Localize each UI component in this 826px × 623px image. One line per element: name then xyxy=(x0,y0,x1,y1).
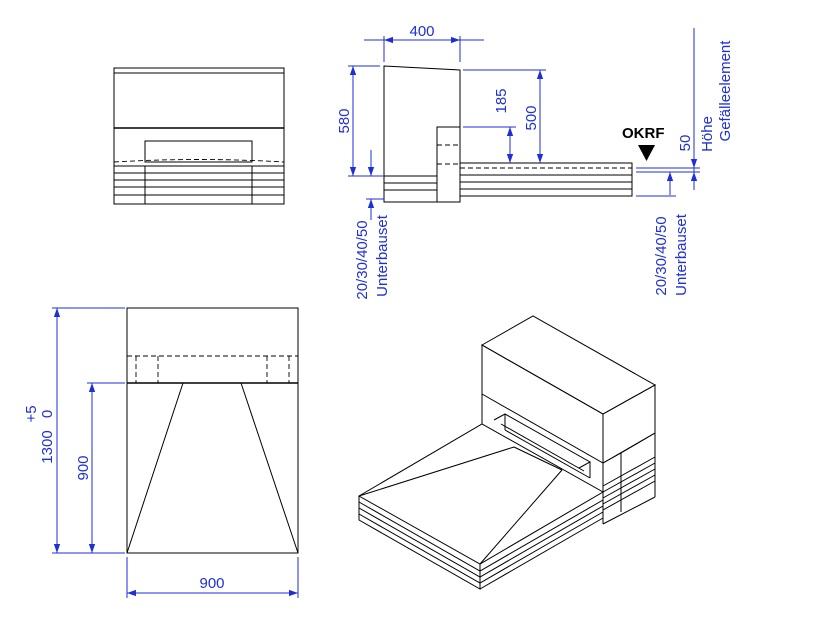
dim-1300-label: 1300 xyxy=(39,430,56,463)
tolerance-zero: 0 xyxy=(39,410,56,418)
dim-185-label: 185 xyxy=(493,88,510,113)
dim-50-label: 50 xyxy=(677,135,694,152)
gefaelleelement-label: Gefälleelement xyxy=(717,40,734,142)
side-view xyxy=(383,65,655,203)
dim-400-label: 400 xyxy=(409,23,434,40)
unterbau-range-left: 20/30/40/50 xyxy=(354,220,371,299)
front-view xyxy=(113,67,285,205)
tolerance-plus: +5 xyxy=(23,405,40,422)
dim-500-label: 500 xyxy=(523,105,540,130)
unterbau-label-right: Unterbauset xyxy=(673,213,690,296)
unterbau-range-right: 20/30/40/50 xyxy=(653,216,670,295)
top-view xyxy=(126,307,299,554)
dim-900-horizontal-label: 900 xyxy=(199,575,224,592)
okrf-label: OKRF xyxy=(622,125,665,142)
isometric-view xyxy=(357,315,657,590)
hoehe-label: Höhe xyxy=(699,116,716,152)
dim-900-vertical-label: 900 xyxy=(75,455,92,480)
top-view-dimensions xyxy=(52,307,299,598)
dim-580-label: 580 xyxy=(336,108,353,133)
unterbau-label-left: Unterbauset xyxy=(374,214,391,297)
side-view-dimensions xyxy=(348,28,700,220)
